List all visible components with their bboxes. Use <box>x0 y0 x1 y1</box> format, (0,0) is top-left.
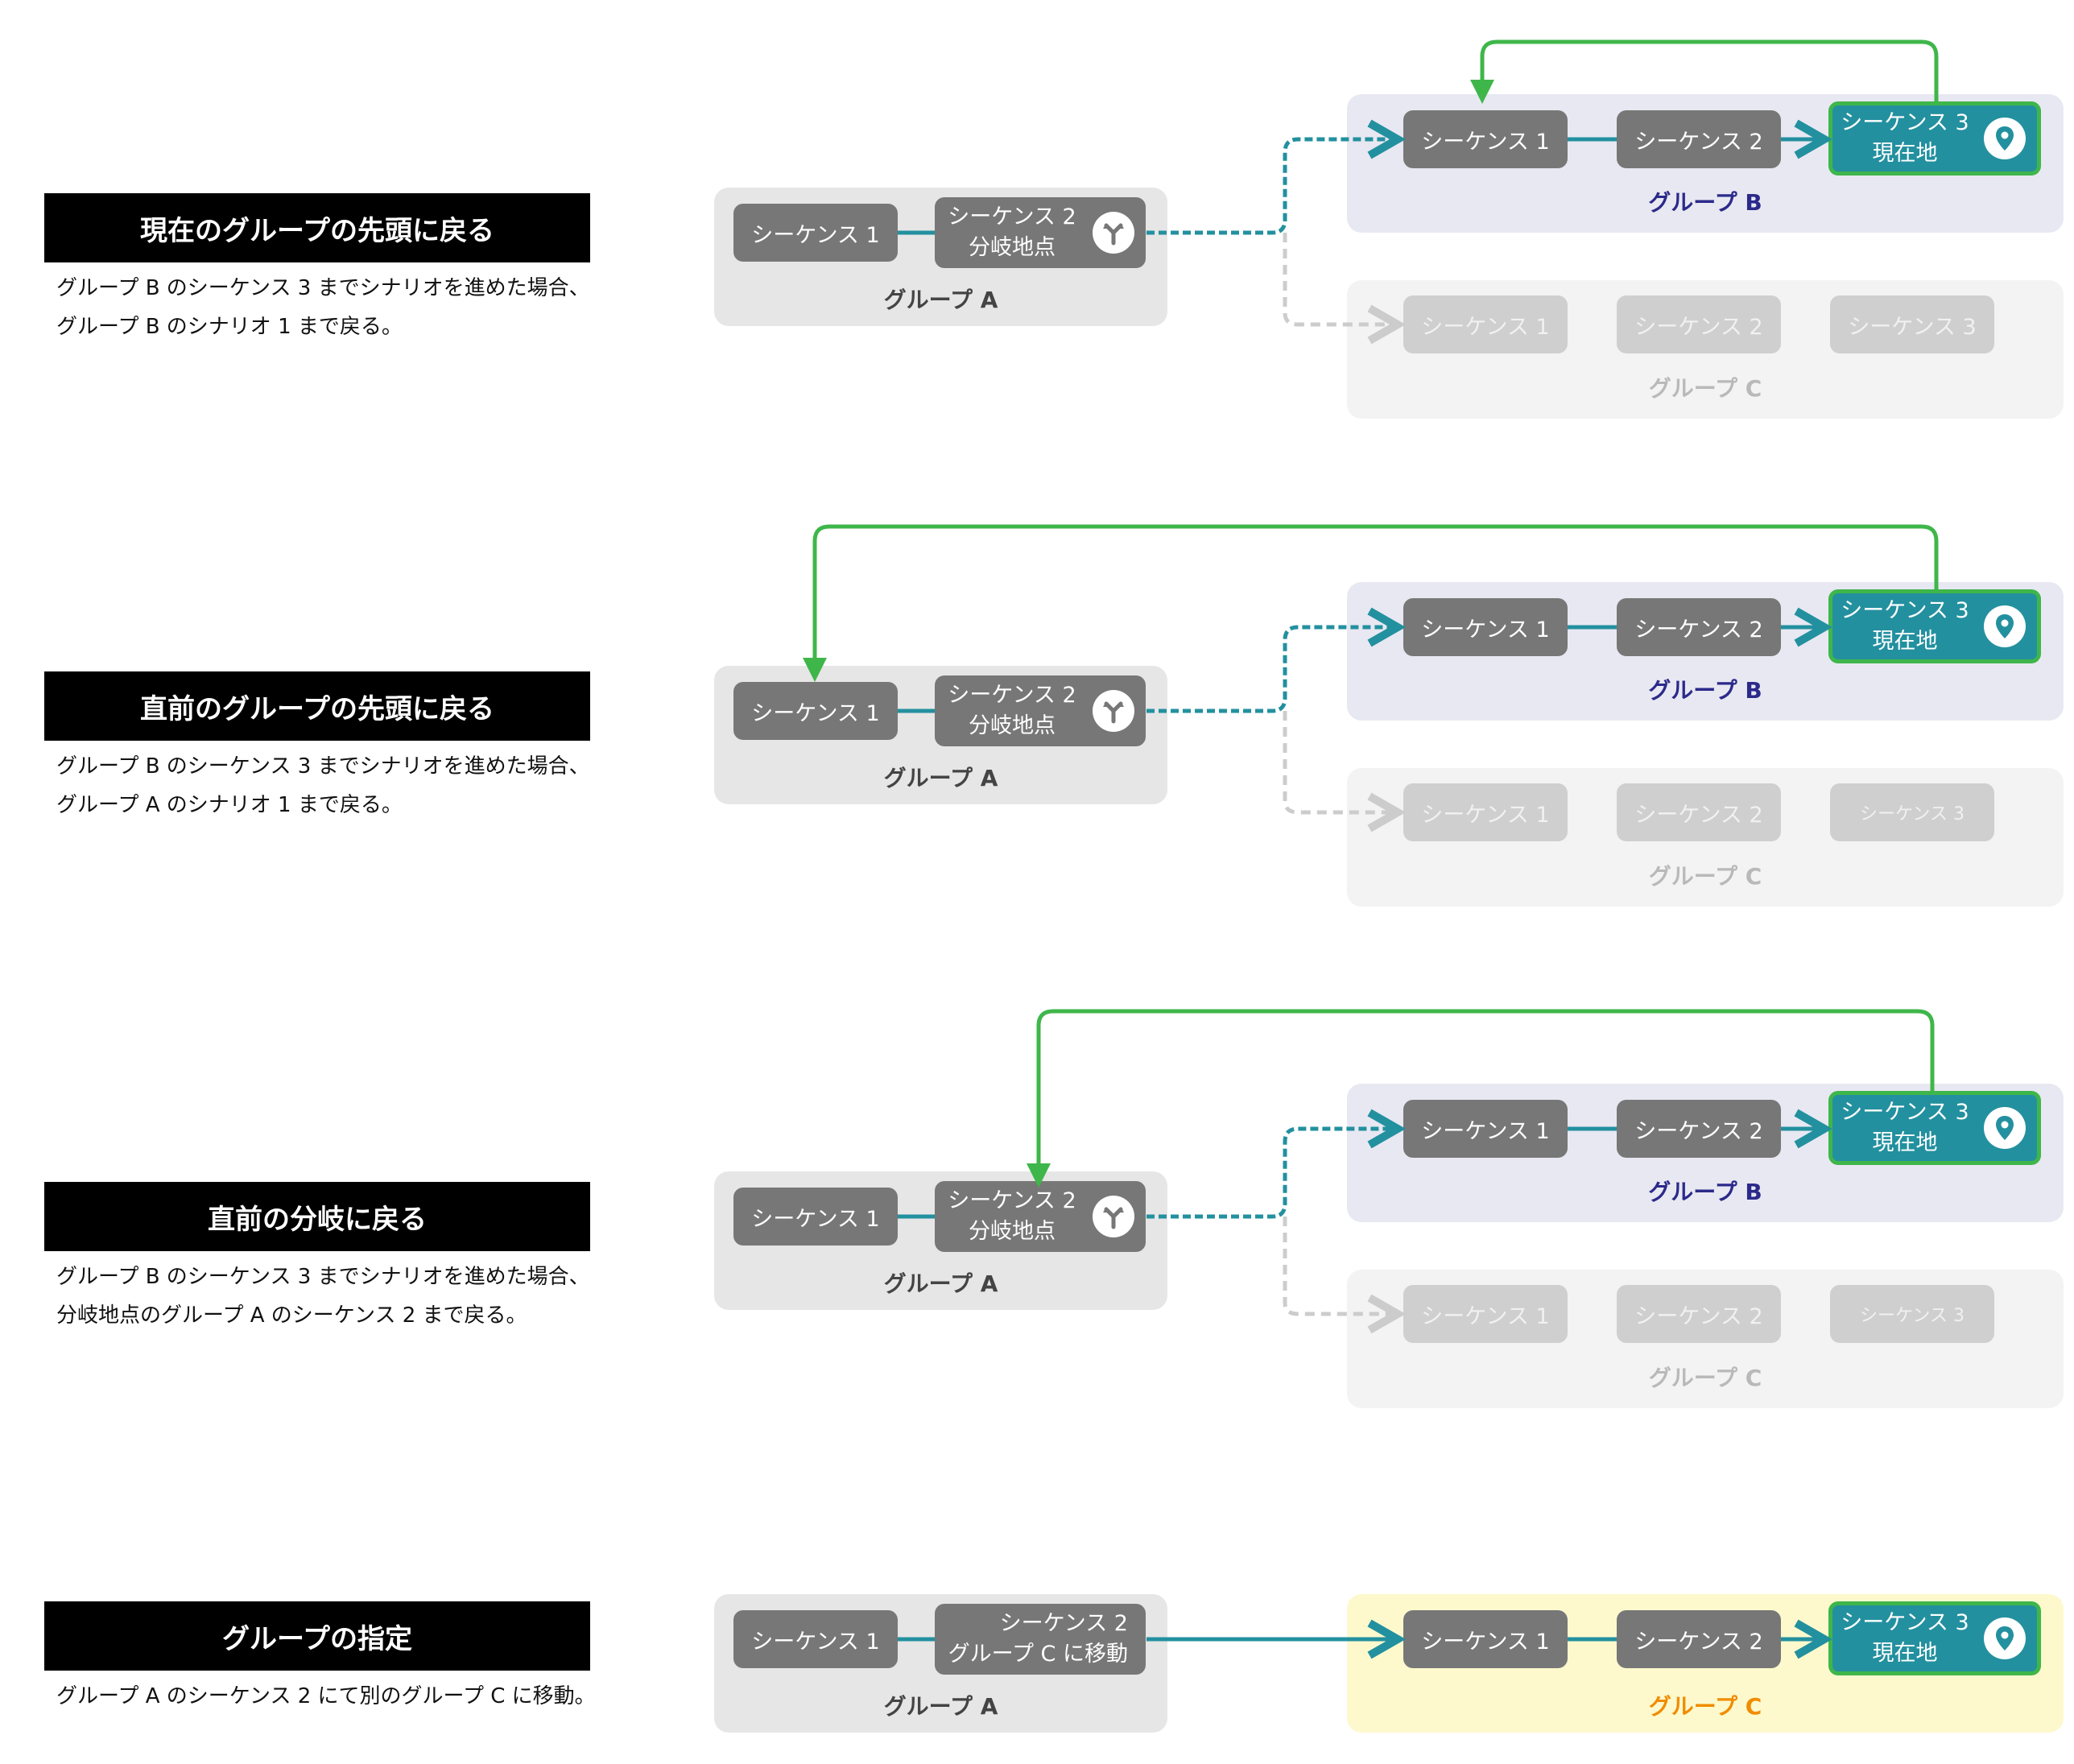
sequence-1: シーケンス 1 <box>1403 110 1568 168</box>
sequence-2: シーケンス 2 <box>1617 783 1781 841</box>
sequence-2: シーケンス 2 <box>1617 1100 1781 1158</box>
branch-connector-c <box>1283 1217 1398 1314</box>
sequence-2-move: シーケンス 2 グループ C に移動 <box>935 1604 1146 1675</box>
sequence-label: シーケンス 3 <box>1841 1100 1969 1125</box>
location-pin-icon <box>1984 1617 2026 1659</box>
branch-label: 分岐地点 <box>969 1219 1056 1244</box>
group-b-label: グループ B <box>1648 1179 1762 1205</box>
sequence-1: シーケンス 1 <box>1403 295 1568 353</box>
location-pin-icon <box>1984 118 2026 159</box>
location-pin-icon <box>1984 605 2026 647</box>
sequence-3-current: シーケンス 3 現在地 <box>1828 1091 2041 1165</box>
sequence-2: シーケンス 2 <box>1617 598 1781 656</box>
flow-connectors <box>803 524 1939 934</box>
sequence-1: シーケンス 1 <box>1403 1285 1568 1343</box>
description-line: グループ B のシーケンス 3 までシナリオを進めた場合、 <box>56 754 590 779</box>
current-label: 現在地 <box>1872 1130 1938 1155</box>
flow-connectors <box>898 1401 2074 1764</box>
sequence-2: シーケンス 2 <box>1617 295 1781 353</box>
section-title: 現在のグループの先頭に戻る <box>44 193 590 262</box>
description-line: グループ A のシナリオ 1 まで戻る。 <box>56 793 403 817</box>
section-2: 直前のグループの先頭に戻る グループ B のシーケンス 3 までシナリオを進めた… <box>0 483 2074 934</box>
location-pin-icon <box>1984 1107 2026 1149</box>
group-c-label: グループ C <box>1648 375 1762 402</box>
current-label: 現在地 <box>1872 141 1938 166</box>
sequence-1: シーケンス 1 <box>733 682 898 740</box>
move-label: グループ C に移動 <box>948 1642 1128 1667</box>
group-b-label: グループ B <box>1648 189 1762 216</box>
section-3: 直前の分岐に戻る グループ B のシーケンス 3 までシナリオを進めた場合、 分… <box>0 982 2074 1433</box>
sequence-1: シーケンス 1 <box>733 1188 898 1246</box>
sequence-1: シーケンス 1 <box>1403 598 1568 656</box>
branch-label: 分岐地点 <box>969 713 1056 738</box>
sequence-1: シーケンス 1 <box>733 204 898 262</box>
branch-icon <box>1093 690 1134 732</box>
sequence-1: シーケンス 1 <box>1403 783 1568 841</box>
branch-label: 分岐地点 <box>969 235 1056 260</box>
sequence-1: シーケンス 1 <box>1403 1100 1568 1158</box>
group-c-label: グループ C <box>1648 1693 1762 1720</box>
section-description: グループ B のシーケンス 3 までシナリオを進めた場合、 グループ A のシナ… <box>56 747 636 824</box>
branch-icon <box>1093 1196 1134 1237</box>
branch-connector-b <box>1146 627 1398 713</box>
description-line: グループ B のシナリオ 1 まで戻る。 <box>56 315 403 339</box>
sequence-label: シーケンス 2 <box>948 683 1076 708</box>
group-c-label: グループ C <box>1648 1365 1762 1391</box>
sequence-label: シーケンス 3 <box>1841 598 1969 623</box>
branch-connector-b <box>1146 139 1398 235</box>
section-description: グループ A のシーケンス 2 にて別のグループ C に移動。 <box>56 1677 636 1716</box>
current-label: 現在地 <box>1872 1641 1938 1666</box>
description-line: グループ B のシーケンス 3 までシナリオを進めた場合、 <box>56 1265 590 1289</box>
sequence-2: シーケンス 2 <box>1617 110 1781 168</box>
section-description: グループ B のシーケンス 3 までシナリオを進めた場合、 グループ B のシナ… <box>56 269 636 346</box>
current-label: 現在地 <box>1872 629 1938 654</box>
section-description: グループ B のシーケンス 3 までシナリオを進めた場合、 分岐地点のグループ … <box>56 1258 636 1335</box>
group-a-label: グループ A <box>883 287 998 313</box>
group-a-label: グループ A <box>883 765 998 791</box>
sequence-3: シーケンス 3 <box>1830 295 1994 353</box>
branch-connector-c <box>1283 233 1398 324</box>
sequence-label: シーケンス 2 <box>999 1611 1128 1636</box>
branch-connector-c <box>1283 711 1398 812</box>
section-title: 直前の分岐に戻る <box>44 1182 590 1251</box>
sequence-2-branch: シーケンス 2 分岐地点 <box>935 197 1146 268</box>
sequence-label: シーケンス 3 <box>1841 1610 1969 1635</box>
sequence-3: シーケンス 3 <box>1830 1285 1994 1343</box>
sequence-label: シーケンス 2 <box>948 204 1076 229</box>
group-c-label: グループ C <box>1648 863 1762 890</box>
return-arrow <box>803 524 1939 682</box>
sequence-1: シーケンス 1 <box>733 1610 898 1668</box>
return-arrow <box>1027 1009 1935 1188</box>
sequence-2: シーケンス 2 <box>1617 1610 1781 1668</box>
sequence-3-current: シーケンス 3 現在地 <box>1828 101 2041 176</box>
group-a-label: グループ A <box>883 1270 998 1297</box>
flow-connectors <box>898 1009 1935 1433</box>
section-title: 直前のグループの先頭に戻る <box>44 671 590 741</box>
sequence-2-branch: シーケンス 2 分岐地点 <box>935 1181 1146 1252</box>
description-line: 分岐地点のグループ A のシーケンス 2 まで戻る。 <box>56 1303 527 1328</box>
sequence-label: シーケンス 3 <box>1841 110 1969 135</box>
branch-connector-b <box>1146 1129 1398 1219</box>
group-b-label: グループ B <box>1648 677 1762 704</box>
section-title: グループの指定 <box>44 1601 590 1671</box>
description-line: グループ B のシーケンス 3 までシナリオを進めた場合、 <box>56 276 590 300</box>
sequence-label: シーケンス 2 <box>948 1188 1076 1213</box>
sequence-1: シーケンス 1 <box>1403 1610 1568 1668</box>
flow-connectors <box>898 39 1939 451</box>
branch-icon <box>1093 212 1134 254</box>
description-line: グループ A のシーケンス 2 にて別のグループ C に移動。 <box>56 1684 596 1708</box>
return-arrow <box>1470 39 1939 104</box>
sequence-2: シーケンス 2 <box>1617 1285 1781 1343</box>
section-1: 現在のグループの先頭に戻る グループ B のシーケンス 3 までシナリオを進めた… <box>0 0 2074 451</box>
sequence-3: シーケンス 3 <box>1830 783 1994 841</box>
group-a-label: グループ A <box>883 1693 998 1720</box>
section-4: グループの指定 グループ A のシーケンス 2 にて別のグループ C に移動。 … <box>0 1401 2074 1764</box>
sequence-2-branch: シーケンス 2 分岐地点 <box>935 675 1146 746</box>
